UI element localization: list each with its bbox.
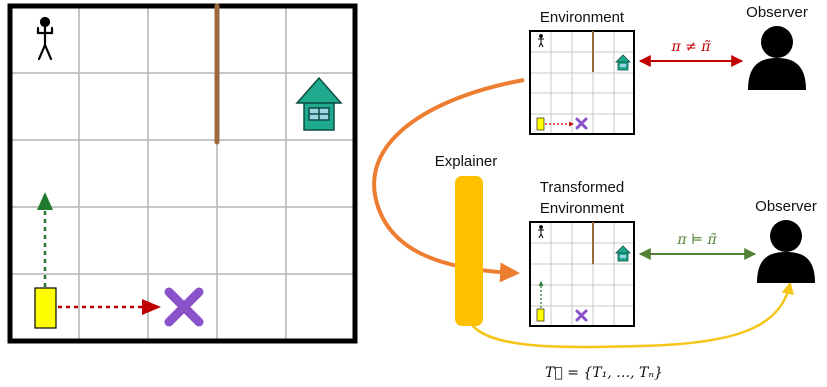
yellow-explanation-arrow xyxy=(466,281,794,349)
observer-top-icon xyxy=(748,26,806,90)
explainer-label: Explainer xyxy=(435,153,498,170)
observer-bottom-icon xyxy=(757,220,815,283)
large-grid-border xyxy=(7,3,358,344)
small-house-icon xyxy=(615,54,631,71)
transformed-label-line1: Transformed xyxy=(540,179,624,196)
observer-bottom-label: Observer xyxy=(755,198,817,215)
transform-set-label: T⃗ = {T₁, …, Tₙ} xyxy=(545,365,663,381)
human-figure-icon xyxy=(36,16,54,61)
small-agent-box xyxy=(536,117,545,131)
agent-box xyxy=(34,287,57,329)
small-human-icon xyxy=(538,34,544,48)
environment-label: Environment xyxy=(540,9,625,26)
transformed-environment-grid xyxy=(529,221,635,327)
transformed-agent-box xyxy=(536,308,545,322)
large-grid-world xyxy=(7,3,358,344)
transformed-goal-x-icon xyxy=(575,309,588,322)
small-goal-x-icon xyxy=(575,117,588,130)
explainer-bar xyxy=(455,176,483,326)
not-equal-relation-label: π ≠ π̃ xyxy=(670,39,711,55)
transformed-house-icon xyxy=(615,245,631,262)
small-environment-grid xyxy=(529,30,635,135)
transformed-label-line2: Environment xyxy=(540,200,625,217)
transformed-human-icon xyxy=(538,225,544,239)
goal-x-icon xyxy=(164,287,204,327)
green-path-arrowhead xyxy=(37,192,53,210)
entails-relation-label: π ⊨ π̃ xyxy=(676,232,717,248)
red-path-arrowhead xyxy=(142,299,161,315)
observer-top-label: Observer xyxy=(746,4,808,21)
house-icon xyxy=(295,76,343,131)
orange-transform-arrow xyxy=(372,78,525,283)
